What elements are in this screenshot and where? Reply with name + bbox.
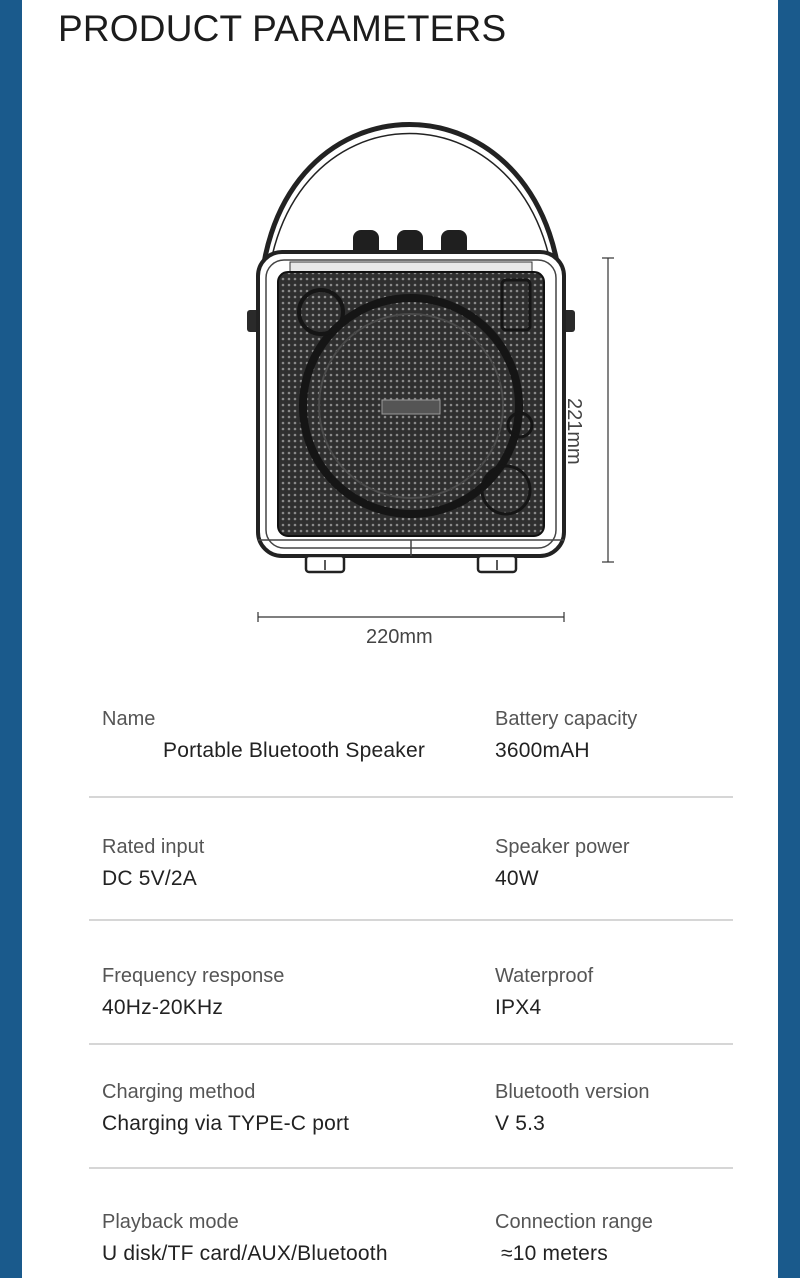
width-label: 220mm — [366, 626, 433, 648]
spec-row-name: Name Portable Bluetooth Speaker Battery … — [89, 668, 733, 798]
spec-value-playback: U disk/TF card/AUX/Bluetooth — [102, 1242, 388, 1265]
spec-value-charging: Charging via TYPE-C port — [102, 1112, 350, 1135]
spec-label-speaker-power: Speaker power — [495, 836, 630, 858]
spec-label-playback: Playback mode — [102, 1211, 239, 1233]
spec-label-range: Connection range — [495, 1211, 653, 1233]
spec-label-name: Name — [102, 708, 156, 730]
spec-label-battery: Battery capacity — [495, 708, 638, 730]
spec-value-bluetooth: V 5.3 — [495, 1112, 546, 1135]
spec-value-waterproof: IPX4 — [495, 996, 542, 1019]
spec-value-speaker-power: 40W — [495, 867, 539, 890]
spec-row-rated-input: Rated input DC 5V/2A Speaker power 40W — [89, 798, 733, 921]
spec-label-charging: Charging method — [102, 1081, 256, 1103]
spec-value-rated-input: DC 5V/2A — [102, 867, 197, 890]
logo-plate — [381, 399, 441, 415]
height-dimension-line — [602, 257, 614, 563]
spec-value-frequency: 40Hz-20KHz — [102, 996, 224, 1019]
spec-value-range: ≈10 meters — [501, 1242, 608, 1265]
spec-row-charging: Charging method Charging via TYPE-C port… — [89, 1045, 733, 1169]
spec-label-rated-input: Rated input — [102, 836, 205, 858]
spec-value-name: Portable Bluetooth Speaker — [163, 739, 426, 762]
spec-label-waterproof: Waterproof — [495, 965, 594, 987]
spec-label-frequency: Frequency response — [102, 965, 285, 987]
speaker-illustration — [247, 122, 614, 622]
page-title: PRODUCT PARAMETERS — [58, 8, 507, 49]
spec-value-battery: 3600mAH — [495, 739, 590, 762]
content-panel: PRODUCT PARAMETERS — [22, 0, 778, 1278]
woofer-ring — [299, 294, 523, 518]
spec-table: Name Portable Bluetooth Speaker Battery … — [89, 668, 733, 1278]
width-dimension-line — [257, 612, 565, 622]
height-label: 221mm — [563, 398, 585, 465]
handle — [257, 122, 565, 319]
spec-label-bluetooth: Bluetooth version — [495, 1081, 650, 1103]
spec-row-playback: Playback mode U disk/TF card/AUX/Bluetoo… — [89, 1169, 733, 1278]
spec-row-frequency: Frequency response 40Hz-20KHz Waterproof… — [89, 921, 733, 1045]
